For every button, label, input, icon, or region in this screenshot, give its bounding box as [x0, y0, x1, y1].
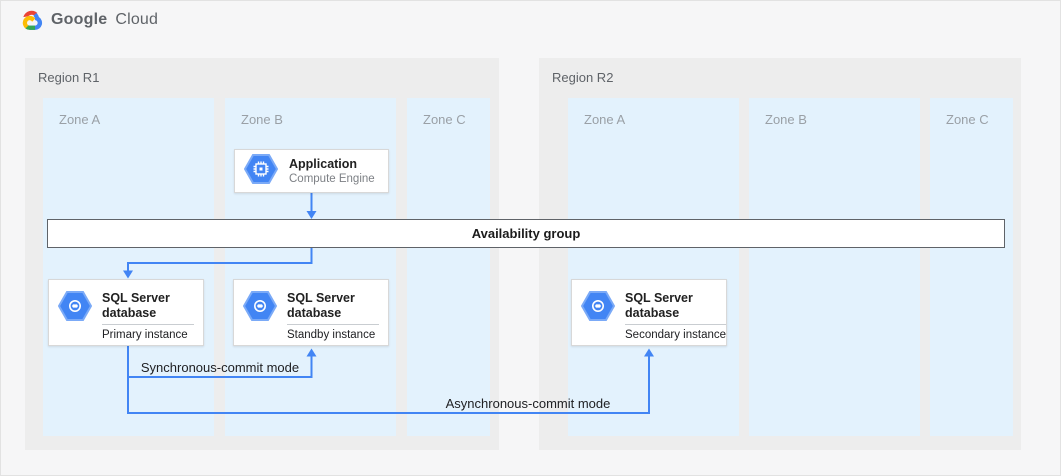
availability-group-bar: Availability group: [47, 219, 1005, 248]
sync-commit-label: Synchronous-commit mode: [140, 360, 300, 375]
sql-secondary-title: SQL Server database: [625, 291, 693, 320]
application-title: Application: [289, 156, 358, 171]
sql-primary-card-text: SQL Server database Primary instance: [102, 291, 194, 345]
logo-text-google: Google: [51, 11, 108, 28]
zone-r2-a: Zone A: [568, 98, 739, 436]
sql-primary-instance-label: Primary instance: [102, 329, 188, 341]
sql-server-icon: [242, 291, 278, 345]
sql-primary-card: SQL Server database Primary instance: [48, 279, 204, 346]
sql-secondary-card-text: SQL Server database Secondary instance: [625, 291, 727, 345]
zone-r2-c: Zone C: [930, 98, 1013, 436]
application-card: Application Compute Engine: [234, 149, 389, 193]
zone-r1-b-label: Zone B: [241, 112, 283, 127]
zone-r2-a-label: Zone A: [584, 112, 626, 127]
application-card-text: Application Compute Engine: [289, 157, 375, 186]
async-commit-label: Asynchronous-commit mode: [445, 396, 611, 411]
sql-secondary-card: SQL Server database Secondary instance: [571, 279, 727, 346]
google-cloud-logo-icon: [22, 10, 43, 30]
zone-r2-b: Zone B: [749, 98, 920, 436]
zone-r2-c-label: Zone C: [946, 112, 989, 127]
availability-group-label: Availability group: [471, 226, 581, 241]
region-r1-label: Region R1: [38, 70, 100, 85]
sql-secondary-instance-label: Secondary instance: [625, 329, 727, 341]
card-divider: [287, 324, 379, 325]
zone-r1-c-label: Zone C: [423, 112, 466, 127]
zone-r1-a: Zone A: [43, 98, 214, 436]
zone-r1-c: Zone C: [407, 98, 490, 436]
google-cloud-logo: Google Cloud: [20, 9, 158, 31]
sql-standby-instance-label: Standby instance: [287, 329, 376, 341]
zone-r2-b-label: Zone B: [765, 112, 807, 127]
sql-primary-title: SQL Server database: [102, 291, 170, 320]
logo-text-cloud: Cloud: [115, 11, 159, 28]
sql-server-icon: [57, 291, 93, 345]
zone-r1-a-label: Zone A: [59, 112, 101, 127]
compute-engine-icon: [243, 153, 279, 189]
region-r2-label: Region R2: [552, 70, 614, 85]
sql-standby-card: SQL Server database Standby instance: [233, 279, 389, 346]
card-divider: [102, 324, 194, 325]
sql-standby-title: SQL Server database: [287, 291, 355, 320]
application-subtitle: Compute Engine: [289, 172, 375, 185]
sql-server-icon: [580, 291, 616, 345]
sql-standby-card-text: SQL Server database Standby instance: [287, 291, 379, 345]
card-divider: [625, 324, 727, 325]
